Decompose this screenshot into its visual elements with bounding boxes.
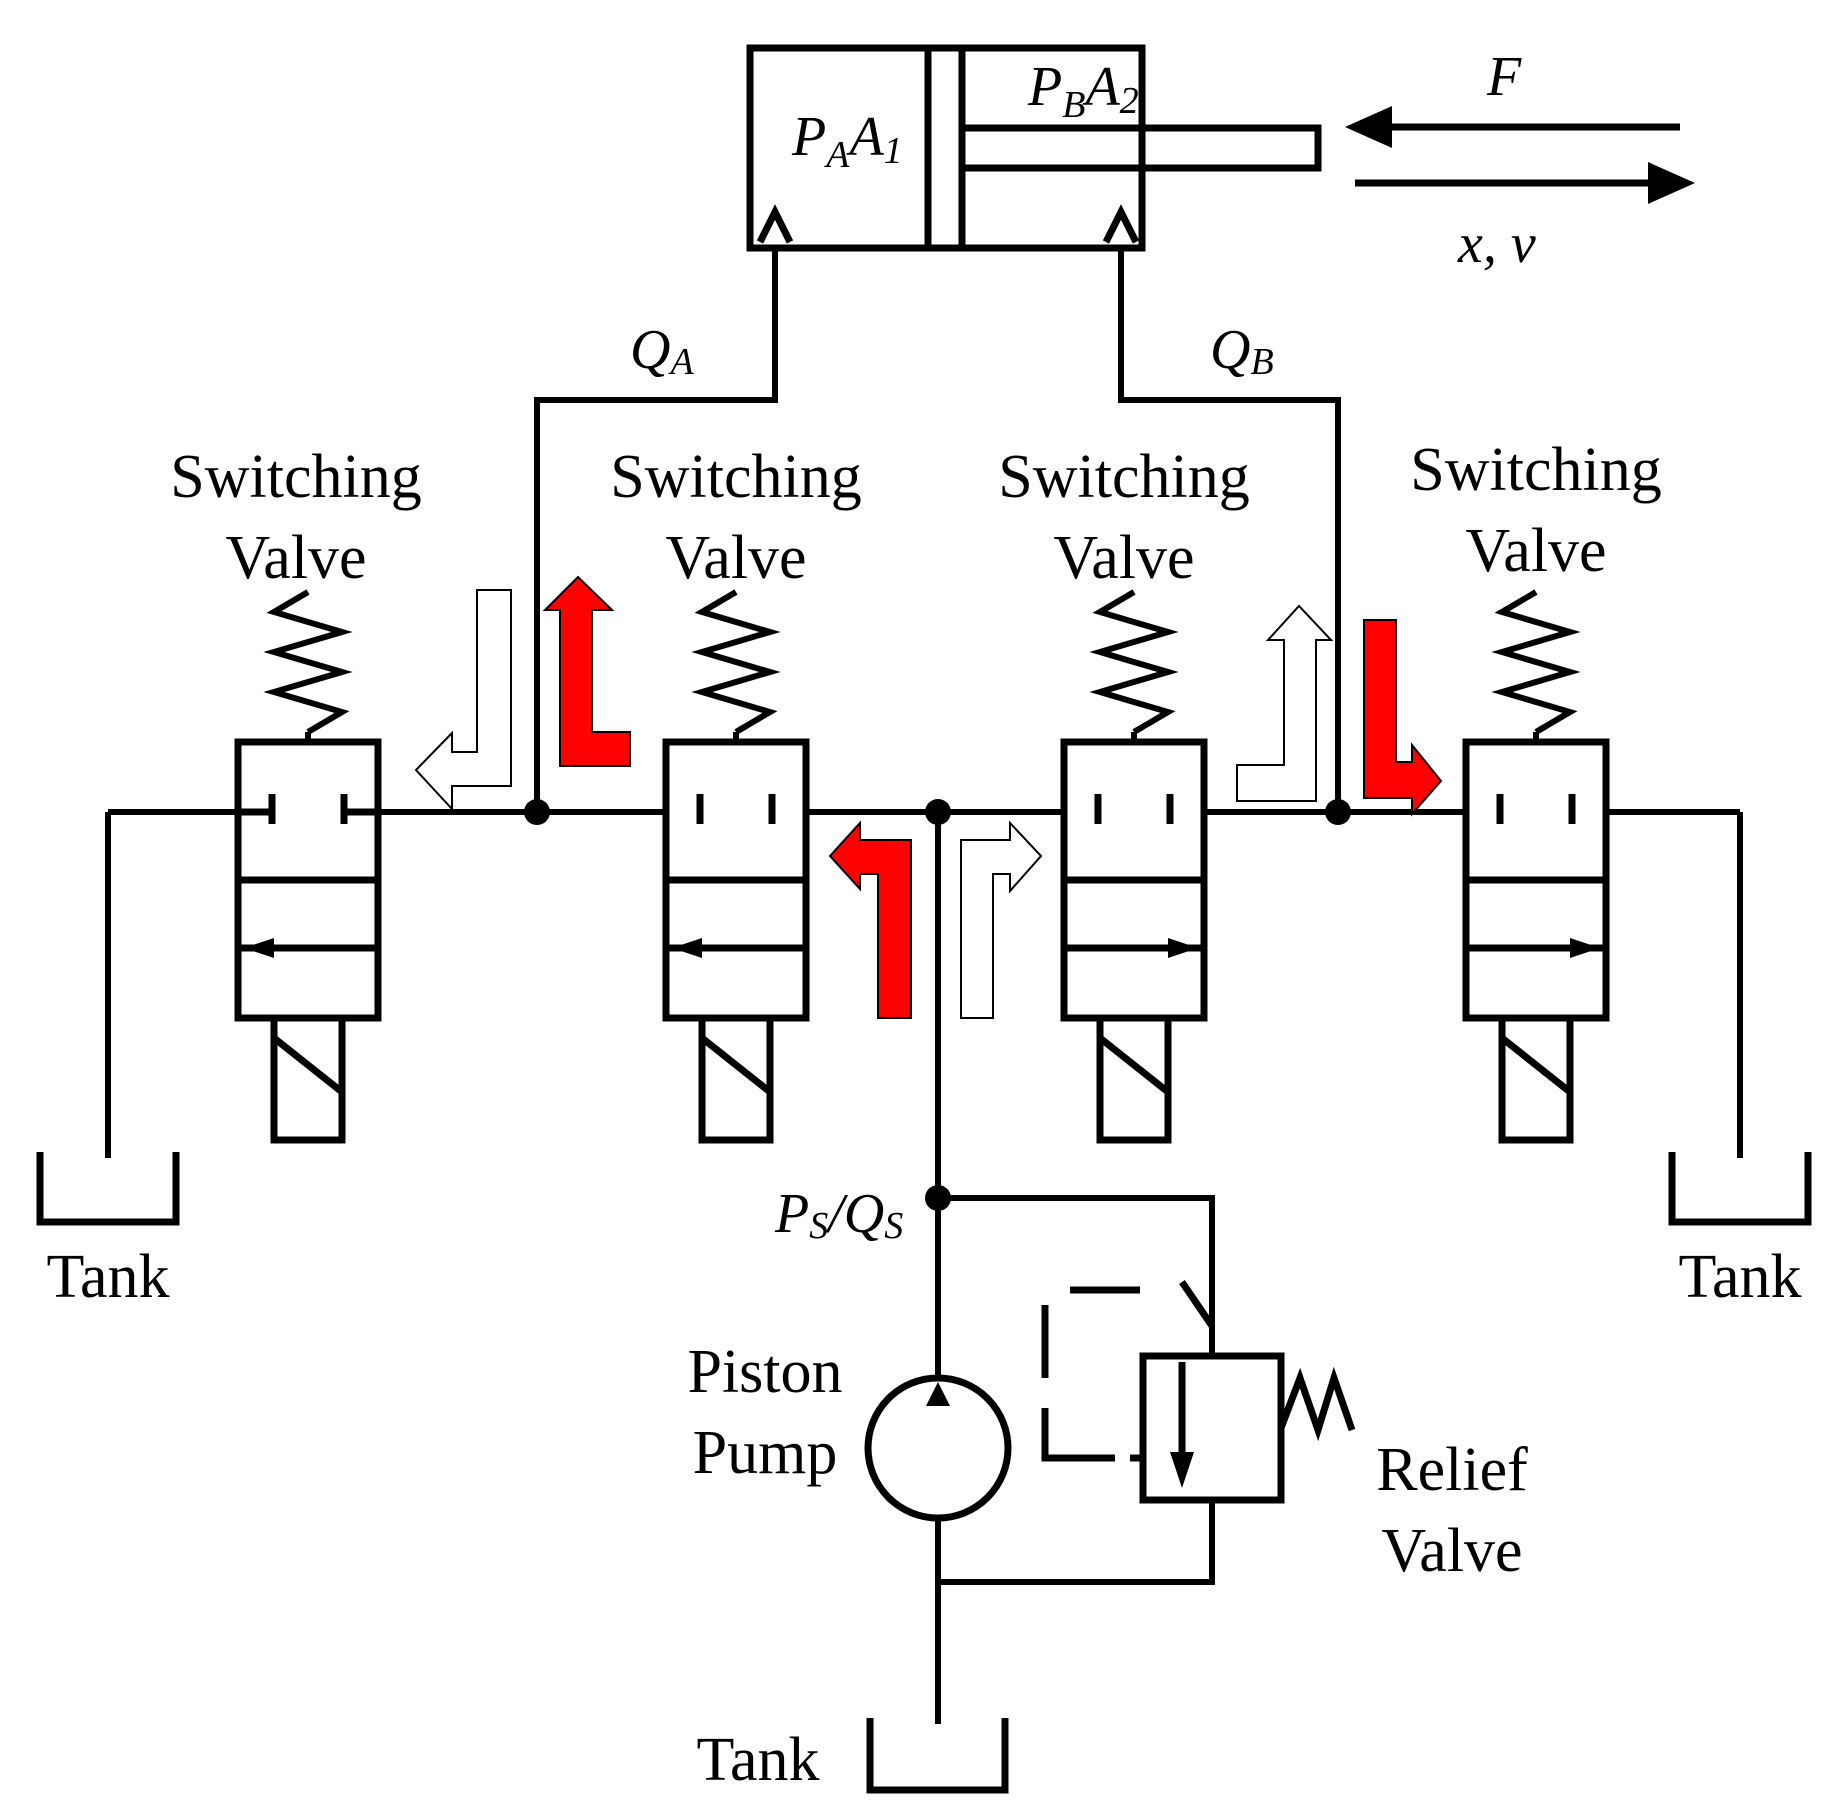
pump-circle — [864, 1374, 1012, 1522]
tank-right: Tank — [1668, 1152, 1812, 1311]
cylinder-body — [746, 44, 1146, 252]
switching-valve-1 — [238, 592, 378, 1140]
piston-pump: Piston Pump — [687, 1338, 1012, 1522]
flow-label-b: QB — [1210, 319, 1274, 383]
valve-arrow-right-icon — [1570, 938, 1600, 958]
flow-arrow-inactive-right-supply-icon — [960, 820, 1043, 1019]
pump-label-line2: Pump — [693, 1419, 838, 1487]
tank-symbol — [36, 1152, 180, 1226]
valve-symbol — [1466, 592, 1606, 1140]
junction-b — [1325, 799, 1351, 825]
tank-left: Tank — [36, 1152, 180, 1311]
switching-valve-3 — [1064, 592, 1204, 1140]
cylinder-label-a: PAA1 — [791, 106, 903, 176]
flow-arrow-active-left-supply-icon — [828, 820, 912, 1019]
tank-bottom-label: Tank — [696, 1726, 819, 1794]
tank-symbol — [866, 1718, 1009, 1794]
port-a-arrow-icon — [756, 204, 794, 244]
motion-arrow-head-icon — [1648, 162, 1695, 204]
motion-label: x, v — [1457, 213, 1536, 275]
valve-2-label-line1: Switching — [610, 443, 861, 511]
valve-symbol — [666, 592, 806, 1140]
pipe-port-a — [534, 248, 778, 812]
tank-bottom: Tank — [696, 1718, 1009, 1794]
junction-a — [524, 799, 550, 825]
pump-label-line1: Piston — [687, 1338, 842, 1406]
valve-4-label-line1: Switching — [1410, 436, 1661, 504]
valve-arrow-right-icon — [1168, 938, 1198, 958]
flow-arrow-active-right-b-icon — [1363, 619, 1443, 817]
valve-2-label-line2: Valve — [665, 524, 806, 592]
flow-arrow-inactive-left-a-icon — [414, 589, 512, 812]
tank-left-label: Tank — [46, 1243, 169, 1311]
valve-symbol — [238, 592, 378, 1140]
valve-symbol — [1064, 592, 1204, 1140]
relief-arrow-icon — [1170, 1452, 1194, 1488]
valve-arrow-left-icon — [672, 938, 702, 958]
valve-4-label-line2: Valve — [1465, 517, 1606, 585]
valve-labels: Switching Valve Switching Valve Switchin… — [170, 436, 1661, 592]
switching-valve-2 — [666, 592, 806, 1140]
cylinder-label-b: PBA2 — [1027, 56, 1139, 126]
relief-spring-icon — [1277, 1366, 1356, 1442]
tank-symbol — [1668, 1152, 1812, 1226]
valve-3-label-line1: Switching — [998, 443, 1249, 511]
junction-supply — [925, 799, 951, 825]
pipe-port-b — [1118, 248, 1341, 812]
flow-arrow-active-up-a-icon — [542, 575, 631, 767]
relief-valve: Relief Valve — [1041, 1280, 1528, 1585]
valve-3-label-line2: Valve — [1053, 524, 1194, 592]
valve-arrow-left-icon — [244, 938, 274, 958]
flow-label-a: QA — [630, 319, 694, 383]
hydraulic-cylinder: PAA1 PBA2 — [746, 44, 1322, 252]
valve-1-label-line1: Switching — [170, 443, 421, 511]
switching-valve-4 — [1466, 592, 1606, 1140]
pump-arrow-icon — [926, 1382, 950, 1406]
relief-label-line2: Valve — [1381, 1517, 1522, 1585]
force-indicators: F x, v — [1345, 46, 1695, 275]
tank-right-label: Tank — [1678, 1243, 1801, 1311]
force-label: F — [1486, 46, 1522, 108]
port-b-arrow-icon — [1102, 204, 1140, 244]
valve-1-label-line2: Valve — [225, 524, 366, 592]
piston-rod — [962, 124, 1322, 172]
supply-label: PS/QS — [774, 1183, 903, 1247]
flow-arrows — [414, 575, 1443, 1019]
relief-label-line1: Relief — [1376, 1436, 1528, 1504]
relief-outlet-pipe — [938, 1500, 1215, 1585]
relief-inlet-pipe — [938, 1195, 1215, 1356]
junction-relief — [925, 1185, 951, 1211]
flow-arrow-inactive-up-b-icon — [1236, 604, 1334, 802]
relief-valve-body — [1139, 1352, 1285, 1504]
force-arrow-head-icon — [1345, 106, 1392, 148]
